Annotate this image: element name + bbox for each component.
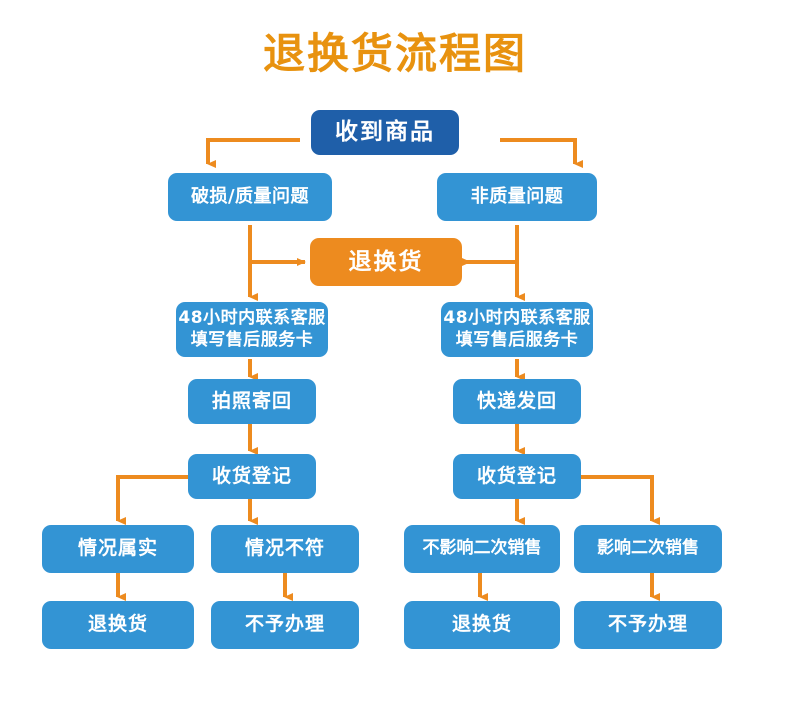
node-condition-false-label: 情况不符 xyxy=(244,537,325,560)
connector-start-to-left xyxy=(206,138,300,168)
node-return-exchange-merge[interactable]: 退换货 xyxy=(310,238,462,286)
node-result-reject-right-label: 不予办理 xyxy=(607,613,688,636)
node-no-resale-impact[interactable]: 不影响二次销售 xyxy=(404,525,560,573)
node-damage-quality-issue[interactable]: 破损/质量问题 xyxy=(168,173,332,221)
node-return-exchange-merge-label: 退换货 xyxy=(348,248,424,275)
connector-left-receipt-to-true xyxy=(116,475,190,525)
node-right-contact-service-label: 48小时内联系客服 填写售后服务卡 xyxy=(443,308,591,350)
node-result-reject-left[interactable]: 不予办理 xyxy=(211,601,359,649)
node-right-contact-service[interactable]: 48小时内联系客服 填写售后服务卡 xyxy=(441,302,593,357)
node-right-receipt-registration-label: 收货登记 xyxy=(476,464,557,487)
node-photo-ship-back[interactable]: 拍照寄回 xyxy=(188,379,316,424)
node-left-receipt-registration[interactable]: 收货登记 xyxy=(188,454,316,499)
node-non-quality-issue[interactable]: 非质量问题 xyxy=(437,173,597,221)
node-non-quality-issue-label: 非质量问题 xyxy=(470,185,564,207)
node-received-goods[interactable]: 收到商品 xyxy=(311,110,459,155)
node-result-exchange-left-label: 退换货 xyxy=(87,613,148,636)
node-photo-ship-back-label: 拍照寄回 xyxy=(211,389,292,412)
node-resale-impact-label: 影响二次销售 xyxy=(597,538,699,559)
connector-start-to-right xyxy=(500,138,583,168)
node-condition-true[interactable]: 情况属实 xyxy=(42,525,194,573)
node-left-contact-service-label: 48小时内联系客服 填写售后服务卡 xyxy=(178,308,326,350)
node-no-resale-impact-label: 不影响二次销售 xyxy=(422,538,542,559)
node-result-reject-left-label: 不予办理 xyxy=(244,613,325,636)
node-condition-true-label: 情况属实 xyxy=(77,537,158,560)
node-result-reject-right[interactable]: 不予办理 xyxy=(574,601,722,649)
node-left-contact-service[interactable]: 48小时内联系客服 填写售后服务卡 xyxy=(176,302,328,357)
node-result-exchange-right[interactable]: 退换货 xyxy=(404,601,560,649)
node-condition-false[interactable]: 情况不符 xyxy=(211,525,359,573)
node-received-goods-label: 收到商品 xyxy=(335,119,435,146)
node-left-receipt-registration-label: 收货登记 xyxy=(211,464,292,487)
node-express-send-back[interactable]: 快递发回 xyxy=(453,379,581,424)
connector-right-receipt-to-affect xyxy=(578,475,660,525)
node-result-exchange-left[interactable]: 退换货 xyxy=(42,601,194,649)
node-result-exchange-right-label: 退换货 xyxy=(451,613,512,636)
node-resale-impact[interactable]: 影响二次销售 xyxy=(574,525,722,573)
page-title: 退换货流程图 xyxy=(262,29,527,78)
node-express-send-back-label: 快递发回 xyxy=(476,389,557,412)
node-right-receipt-registration[interactable]: 收货登记 xyxy=(453,454,581,499)
node-damage-quality-issue-label: 破损/质量问题 xyxy=(190,185,310,207)
